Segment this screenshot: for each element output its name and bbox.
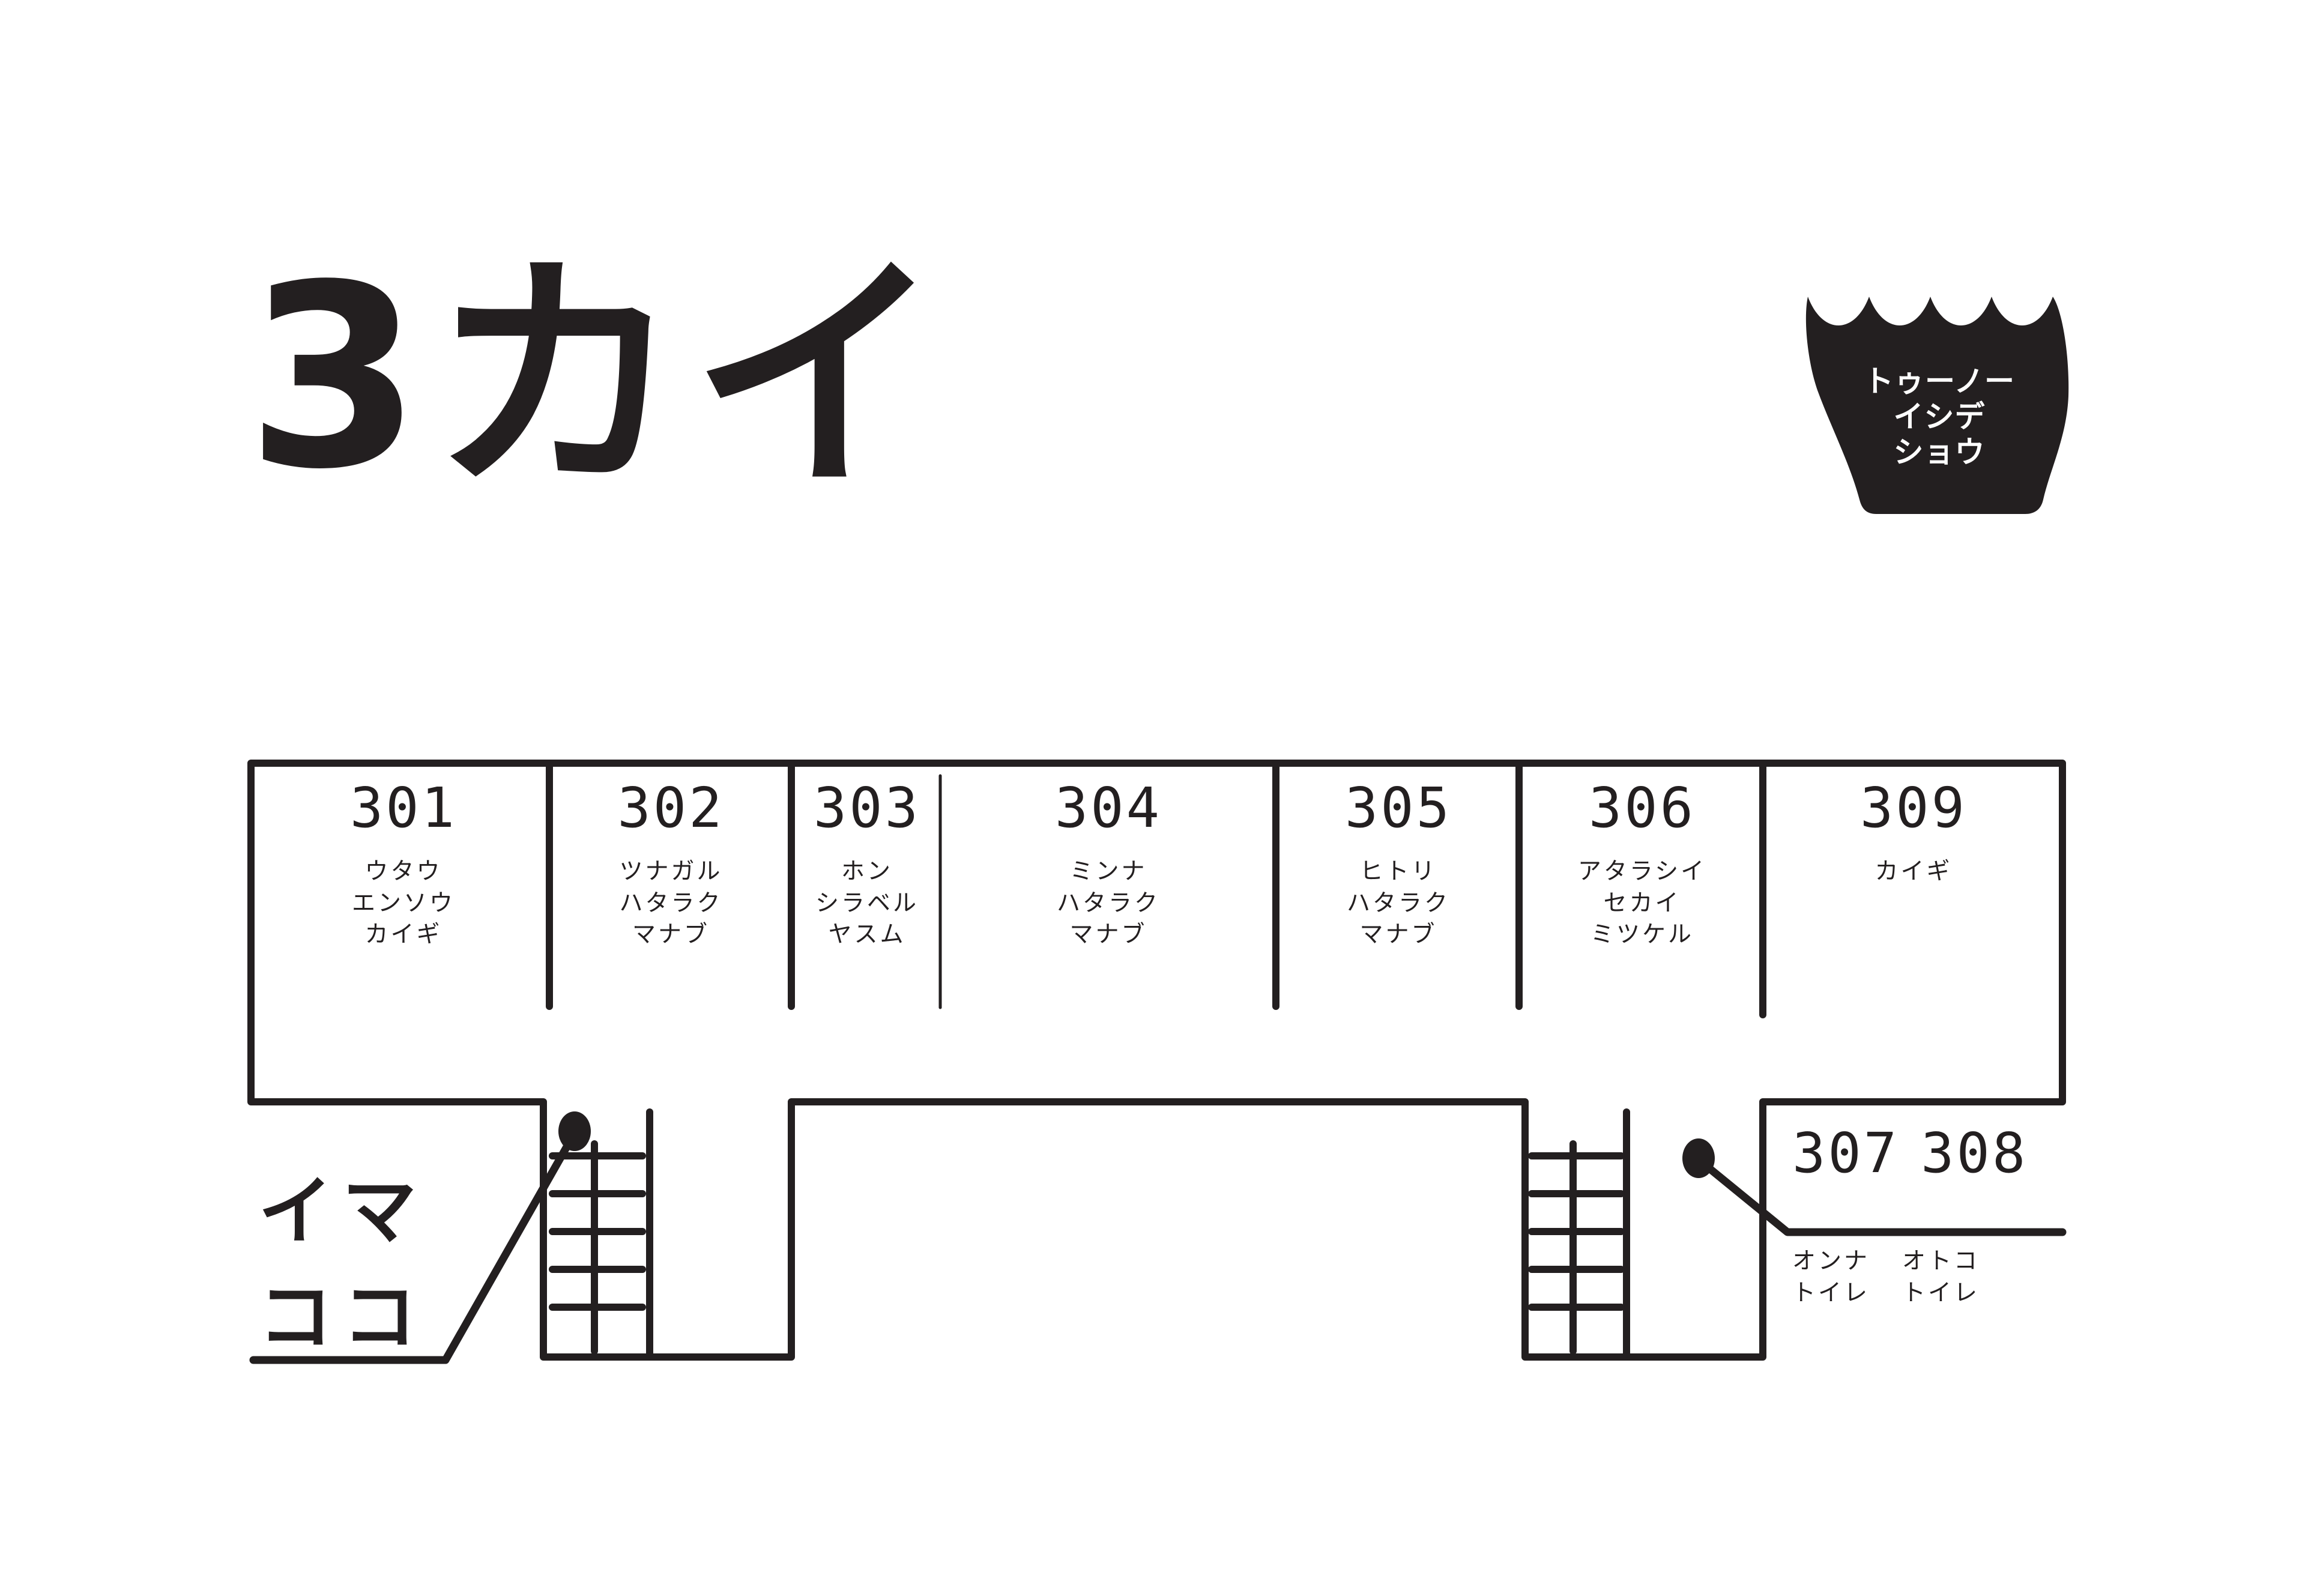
floor-outline bbox=[247, 760, 2066, 1361]
room-304-desc: ミンナ ハタラク マナブ bbox=[1056, 858, 1160, 949]
toilet-numbers[interactable]: 307 308 bbox=[1792, 1126, 2028, 1181]
you-are-here-line-2: ココ bbox=[258, 1274, 427, 1361]
room-309-number: 309 bbox=[1859, 776, 1968, 840]
toilet-descriptions: オンナ トイレ オトコ トイレ bbox=[1792, 1246, 1980, 1309]
room-304-number: 304 bbox=[1054, 776, 1162, 840]
you-are-here-line-1: イマ bbox=[258, 1168, 427, 1255]
room-305-desc: ヒトリ ハタラク マナブ bbox=[1346, 858, 1450, 949]
room-304[interactable]: 304 ミンナ ハタラク マナブ bbox=[944, 781, 1273, 951]
room-306-desc: アタラシイ セカイ ミツケル bbox=[1577, 858, 1707, 949]
room-302-number: 302 bbox=[617, 776, 725, 840]
you-are-here-dot bbox=[558, 1111, 591, 1151]
page-title: 3カイ bbox=[246, 231, 952, 525]
toilet-leader-dot bbox=[1682, 1138, 1715, 1178]
you-are-here-label: イマ ココ bbox=[258, 1159, 426, 1370]
room-301-number: 301 bbox=[349, 776, 458, 840]
room-308-desc: オトコ トイレ bbox=[1902, 1248, 1980, 1307]
toilet-leader-line bbox=[1695, 1156, 2067, 1236]
room-303-desc: ホン シラベル ヤスム bbox=[815, 858, 919, 949]
room-309-desc: カイギ bbox=[1875, 858, 1953, 885]
room-302-desc: ツナガル ハタラク マナブ bbox=[619, 858, 723, 949]
room-308-number: 308 bbox=[1921, 1121, 2028, 1185]
logo-shape bbox=[1805, 297, 2069, 514]
room-305-number: 305 bbox=[1344, 776, 1452, 840]
room-307-number: 307 bbox=[1792, 1121, 1900, 1185]
room-309[interactable]: 309 カイギ bbox=[1769, 781, 2058, 888]
room-301-desc: ウタウ エンソウ カイギ bbox=[351, 858, 455, 949]
room-306[interactable]: 306 アタラシイ セカイ ミツケル bbox=[1525, 781, 1759, 951]
room-303-number: 303 bbox=[813, 776, 921, 840]
room-306-number: 306 bbox=[1588, 776, 1696, 840]
room-305[interactable]: 305 ヒトリ ハタラク マナブ bbox=[1281, 781, 1516, 951]
room-301[interactable]: 301 ウタウ エンソウ カイギ bbox=[262, 781, 545, 951]
you-are-here-leader-line bbox=[249, 1129, 579, 1364]
room-307-desc: オンナ トイレ bbox=[1792, 1248, 1870, 1307]
room-303[interactable]: 303 ホン シラベル ヤスム bbox=[797, 781, 937, 951]
room-302[interactable]: 302 ツナガル ハタラク マナブ bbox=[555, 781, 787, 951]
